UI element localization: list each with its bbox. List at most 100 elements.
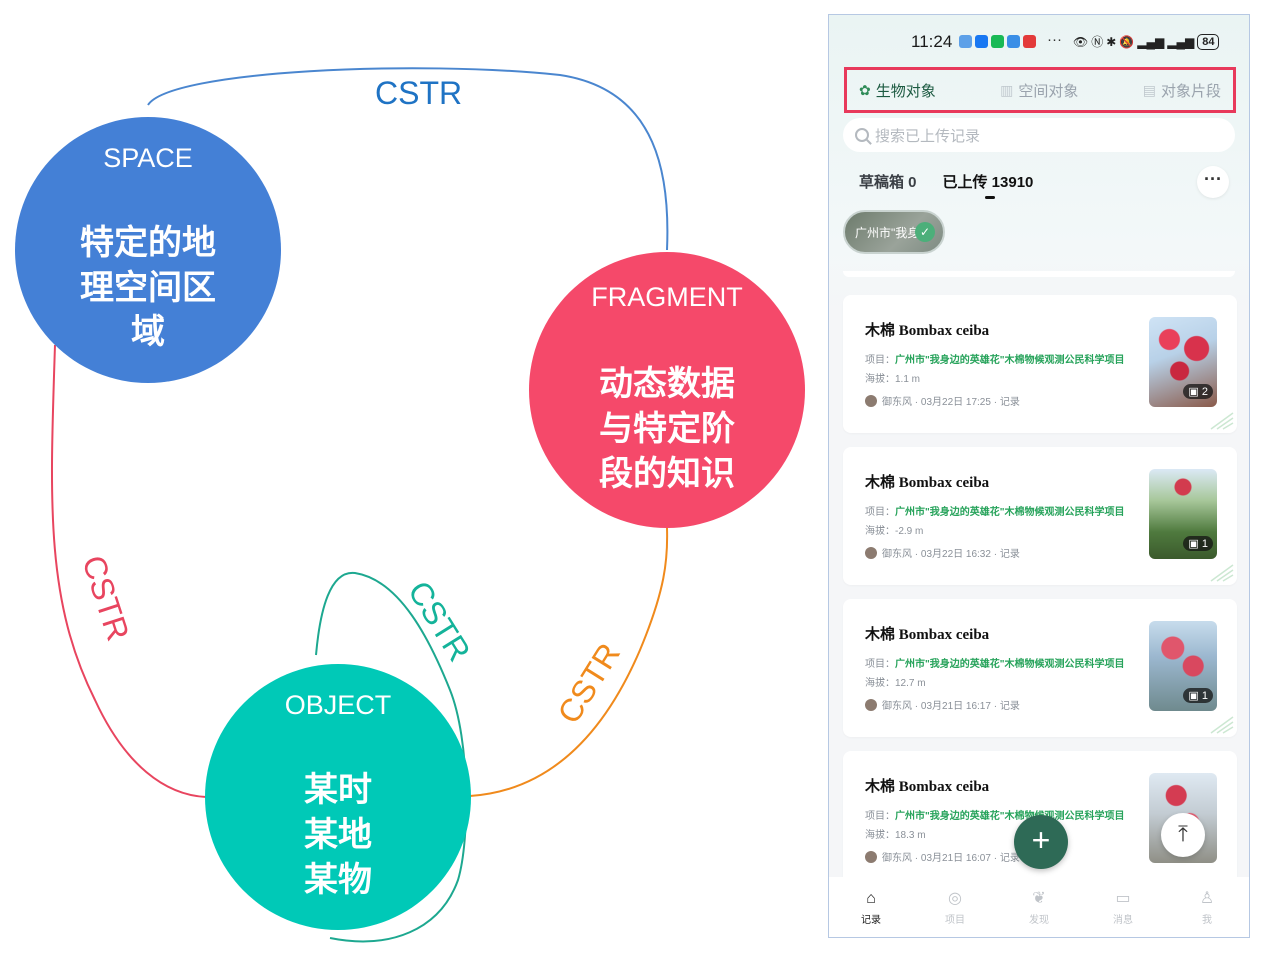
- fragment-title: FRAGMENT: [591, 282, 743, 312]
- app-notification-icon: [975, 35, 988, 48]
- app-notification-icon: [959, 35, 972, 48]
- nav-messages[interactable]: ▭ 消息: [1093, 890, 1153, 926]
- leaf-decoration-icon: [1210, 564, 1234, 582]
- space-desc-line2: 理空间区: [80, 268, 216, 308]
- record-project-line: 项目：广州市"我身边的英雄花"木棉物候观测公民科学项目: [865, 503, 1124, 518]
- record-card[interactable]: 木棉 Bombax ceiba 项目：广州市"我身边的英雄花"木棉物候观测公民科…: [843, 295, 1237, 433]
- edge-space-object: [50, 344, 207, 798]
- record-list: 木棉 Bombax ceiba 项目：广州市"我身边的英雄花"木棉物候观测公民科…: [829, 15, 1249, 937]
- eye-icon: 👁: [1073, 34, 1089, 49]
- edge-label-space-fragment: CSTR: [375, 75, 462, 111]
- record-counters: 草稿箱 0 已上传 13910: [859, 171, 1033, 199]
- drafts-tab[interactable]: 草稿箱 0: [859, 174, 917, 191]
- nav-discover[interactable]: ❦ 发现: [1009, 890, 1069, 926]
- record-elevation: 海拔：12.7 m: [865, 678, 926, 689]
- edge-object-self: [315, 571, 468, 943]
- space-title: SPACE: [103, 143, 193, 173]
- cstr-relation-diagram: SPACE 特定的地 理空间区 域 FRAGMENT 动态数据 与特定阶 段的知…: [15, 67, 805, 943]
- project-label: 项目：: [865, 811, 895, 822]
- phone-screenshot: 11:24 ··· 👁 Ⓝ ✱ 🔕 ▂▄▆ ▂▄▆ 84 ✿ 生物对象 ▥ 空间…: [828, 14, 1250, 938]
- fragment-desc-line2: 与特定阶: [599, 409, 735, 449]
- edge-label-object-fragment: CSTR: [550, 637, 627, 730]
- edge-object-fragment: [469, 527, 669, 797]
- avatar: [865, 547, 877, 559]
- more-options-button[interactable]: ···: [1197, 166, 1229, 198]
- record-title: 木棉 Bombax ceiba: [865, 627, 990, 643]
- project-name: 广州市"我身边的英雄花"木棉物候观测公民科学项目: [895, 659, 1125, 670]
- battery-icon: 84: [1197, 33, 1220, 50]
- add-record-button[interactable]: +: [1014, 815, 1068, 869]
- signal-icon: ▂▄▆: [1167, 34, 1195, 49]
- object-title: OBJECT: [285, 690, 392, 720]
- space-desc-line1: 特定的地: [80, 223, 216, 263]
- avatar: [865, 851, 877, 863]
- record-card[interactable]: 木棉 Bombax ceiba 项目：广州市"我身边的英雄花"木棉物候观测公民科…: [843, 599, 1237, 737]
- avatar: [865, 699, 877, 711]
- search-icon: [855, 128, 869, 142]
- check-icon: ✓: [915, 222, 935, 242]
- record-title: 木棉 Bombax ceiba: [865, 779, 990, 795]
- uploaded-tab[interactable]: 已上传 13910: [943, 171, 1033, 199]
- record-photo[interactable]: ▣ 2: [1149, 317, 1217, 407]
- status-right: 👁 Ⓝ ✱ 🔕 ▂▄▆ ▂▄▆ 84: [1073, 33, 1220, 50]
- record-card[interactable]: 木棉 Bombax ceiba 项目：广州市"我身边的英雄花"木棉物候观测公民科…: [843, 447, 1237, 585]
- record-project-line: 项目：广州市"我身边的英雄花"木棉物候观测公民科学项目: [865, 351, 1124, 366]
- project-label: 项目：: [865, 659, 895, 670]
- record-project-line: 项目：广州市"我身边的英雄花"木棉物候观测公民科学项目: [865, 807, 1124, 822]
- leaf-decoration-icon: [1210, 716, 1234, 734]
- photo-count-badge: ▣ 1: [1183, 688, 1213, 703]
- record-meta-line: 御东风 · 03月22日 17:25 · 记录: [865, 393, 1020, 408]
- target-icon: ◎: [948, 890, 962, 907]
- object-desc-line1: 某时: [304, 770, 372, 810]
- project-label: 项目：: [865, 507, 895, 518]
- object-node: [205, 664, 471, 930]
- nav-label: 我: [1202, 915, 1212, 926]
- record-title: 木棉 Bombax ceiba: [865, 475, 990, 491]
- space-node: [15, 117, 281, 383]
- sprout-icon: ✿: [859, 81, 871, 98]
- leaf-decoration-icon: [1210, 412, 1234, 430]
- project-name: 广州市"我身边的英雄花"木棉物候观测公民科学项目: [895, 507, 1125, 518]
- search-input[interactable]: 搜索已上传记录: [843, 118, 1235, 152]
- home-icon: ⌂: [866, 890, 876, 907]
- tab-biological-object[interactable]: ✿ 生物对象: [859, 80, 936, 101]
- user-icon: ♙: [1199, 890, 1215, 907]
- nav-label: 项目: [945, 915, 965, 926]
- record-photo[interactable]: ▣ 1: [1149, 469, 1217, 559]
- space-desc-line3: 域: [131, 312, 165, 352]
- photo-count-badge: ▣ 1: [1183, 536, 1213, 551]
- document-icon: ▤: [1142, 81, 1156, 98]
- nav-label: 发现: [1029, 915, 1049, 926]
- tab-spatial-object[interactable]: ▥ 空间对象: [1000, 80, 1078, 101]
- tab-object-fragment[interactable]: ▤ 对象片段: [1143, 80, 1221, 101]
- status-bar: 11:24 ··· 👁 Ⓝ ✱ 🔕 ▂▄▆ ▂▄▆ 84: [829, 31, 1249, 57]
- map-icon: ▥: [1000, 81, 1014, 98]
- nav-projects[interactable]: ◎ 项目: [925, 890, 985, 926]
- nfc-icon: Ⓝ: [1091, 35, 1104, 49]
- record-meta: 御东风 · 03月21日 16:07 · 记录: [882, 853, 1020, 864]
- record-elevation: 海拔：-2.9 m: [865, 526, 924, 537]
- record-meta-line: 御东风 · 03月21日 16:07 · 记录: [865, 849, 1020, 864]
- record-elevation: 海拔：18.3 m: [865, 830, 926, 841]
- edge-label-object-self: CSTR: [401, 575, 478, 668]
- tab-label: 空间对象: [1018, 82, 1079, 100]
- record-project-line: 项目：广州市"我身边的英雄花"木棉物候观测公民科学项目: [865, 655, 1124, 670]
- status-time: 11:24: [911, 32, 953, 51]
- fragment-node: [529, 252, 805, 528]
- app-notification-icon: [1007, 35, 1020, 48]
- fragment-desc-line3: 段的知识: [599, 454, 735, 494]
- project-name: 广州市"我身边的英雄花"木棉物候观测公民科学项目: [895, 811, 1125, 822]
- project-label: 项目：: [865, 355, 895, 366]
- object-desc-line2: 某地: [304, 815, 372, 855]
- edge-label-space-object: CSTR: [75, 551, 136, 645]
- tab-label: 对象片段: [1160, 82, 1221, 100]
- record-photo[interactable]: ▣ 1: [1149, 621, 1217, 711]
- scroll-to-top-button[interactable]: ⤒: [1161, 813, 1205, 857]
- record-meta: 御东风 · 03月21日 16:17 · 记录: [882, 701, 1020, 712]
- nav-records[interactable]: ⌂ 记录: [841, 890, 901, 926]
- project-name: 广州市"我身边的英雄花"木棉物候观测公民科学项目: [895, 355, 1125, 366]
- record-elevation: 海拔：1.1 m: [865, 374, 921, 385]
- project-filter-chip[interactable]: 广州市"我身 ✓: [843, 210, 945, 254]
- nav-me[interactable]: ♙ 我: [1177, 890, 1237, 926]
- nav-label: 记录: [861, 915, 881, 926]
